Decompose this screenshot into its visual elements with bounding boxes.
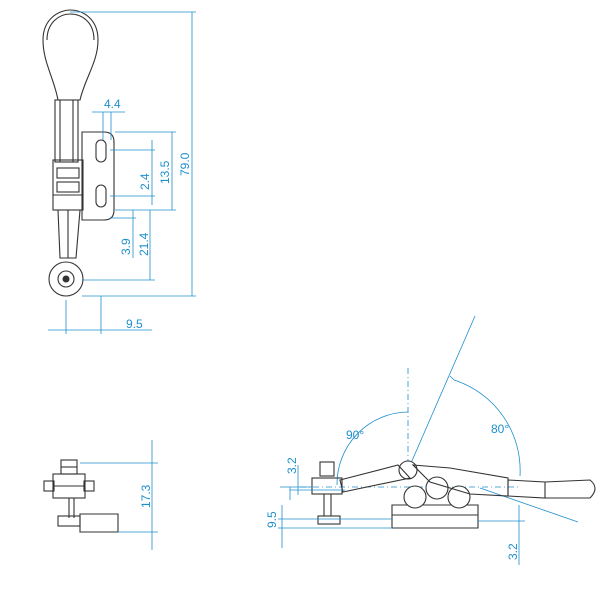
dimension-17-3: 17.3 [139, 484, 153, 508]
side-view: 3.2 9.5 3.2 90° 80° [265, 315, 596, 565]
angle-80-label: 80° [491, 422, 509, 436]
front-view: 17.3 [43, 440, 158, 550]
dimension-9-5-side: 9.5 [265, 511, 279, 528]
dimension-13-5: 13.5 [158, 160, 172, 184]
dimension-21-4: 21.4 [137, 232, 151, 256]
top-view: 4.4 79.0 13.5 2.4 3.9 21.4 9.5 [42, 9, 196, 334]
dimension-3-9: 3.9 [119, 238, 133, 255]
angle-90-label: 90° [346, 428, 364, 442]
dimension-4-4: 4.4 [104, 97, 121, 111]
dimension-3-2-upper: 3.2 [285, 457, 299, 474]
dimension-9-5-top: 9.5 [126, 317, 143, 331]
dimension-2-4: 2.4 [138, 173, 152, 190]
dimension-79-0: 79.0 [178, 152, 192, 176]
dimension-3-2-lower: 3.2 [506, 543, 520, 560]
